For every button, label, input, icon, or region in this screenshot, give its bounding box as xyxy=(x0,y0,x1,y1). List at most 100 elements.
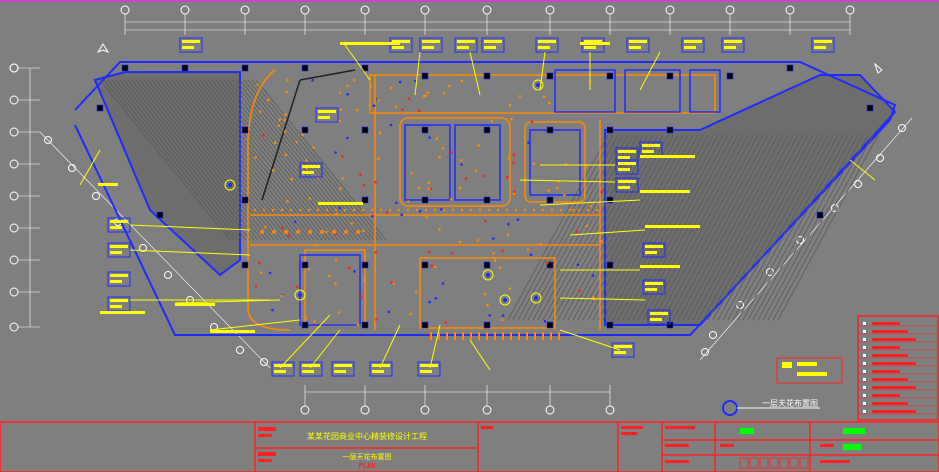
annotation-text xyxy=(640,265,680,268)
material-tag-text xyxy=(584,40,602,43)
material-tag xyxy=(481,37,505,53)
light-fixture xyxy=(339,91,342,94)
hatch-line xyxy=(131,79,263,241)
light-fixture xyxy=(406,208,410,212)
material-tag-text xyxy=(334,364,352,367)
light-fixture xyxy=(395,201,398,205)
lamp-symbol-icon xyxy=(863,322,866,325)
light-fixture xyxy=(334,208,338,212)
column xyxy=(546,321,554,329)
material-tag-text xyxy=(182,46,194,49)
light-fixture xyxy=(446,332,448,340)
light-fixture xyxy=(577,208,581,212)
material-tag xyxy=(419,37,443,53)
hatch-line xyxy=(712,134,814,321)
lamp-symbol-icon xyxy=(863,402,866,405)
column xyxy=(361,126,369,134)
light-fixture xyxy=(286,78,289,82)
schedule-row-text xyxy=(872,330,908,333)
left-wing-hatched-area xyxy=(93,71,241,277)
light-fixture xyxy=(484,219,487,223)
hatch-line xyxy=(777,134,879,321)
column xyxy=(606,321,614,329)
light-fixture xyxy=(315,243,318,247)
hatch-line xyxy=(762,134,864,321)
column xyxy=(241,64,249,72)
material-tags xyxy=(98,37,835,377)
light-fixture xyxy=(339,108,343,112)
light-fixture xyxy=(335,212,338,216)
ceiling-block-west xyxy=(304,249,366,326)
axis-bubble-bottom xyxy=(420,405,430,415)
light-fixture xyxy=(434,296,438,300)
lamp-symbol-icon xyxy=(863,346,866,349)
hatch-line xyxy=(527,134,629,321)
schedule-row-text xyxy=(872,354,908,357)
column xyxy=(786,64,794,72)
material-tag xyxy=(615,177,639,193)
light-fixture xyxy=(375,318,378,321)
axis-bubble-top xyxy=(420,5,430,15)
material-tag-text xyxy=(274,370,286,373)
axis-bubble-diag xyxy=(898,124,906,132)
hatch-line xyxy=(752,134,854,321)
column xyxy=(301,261,309,269)
hatch-line xyxy=(567,134,669,321)
hatch-line xyxy=(147,79,279,241)
material-tag-text xyxy=(110,220,128,223)
right-wing-hatched-area xyxy=(604,74,897,326)
light-fixture xyxy=(586,208,590,212)
light-fixture xyxy=(286,199,289,203)
section-marker-core xyxy=(298,293,302,297)
light-fixture xyxy=(278,118,282,121)
axis-bubble-left xyxy=(9,255,19,265)
material-tag xyxy=(615,159,639,175)
material-tag-text xyxy=(584,46,596,49)
light-fixture xyxy=(379,208,383,212)
light-fixture xyxy=(460,163,463,166)
shop-bay-1 xyxy=(554,69,616,113)
hatch-line xyxy=(99,79,231,241)
axis-bubble-left xyxy=(9,223,19,233)
hatch-line xyxy=(697,134,799,321)
material-tag-text xyxy=(618,156,630,159)
light-fixture xyxy=(414,290,418,294)
light-fixture xyxy=(407,200,410,203)
north-arrow-icon xyxy=(873,62,883,74)
section-marker-icon xyxy=(482,269,494,281)
light-fixture xyxy=(506,233,510,237)
light-fixture xyxy=(339,187,342,190)
axis-bubble-bottom xyxy=(545,405,555,415)
hatch-line xyxy=(572,134,674,321)
column xyxy=(421,321,429,329)
light-fixture xyxy=(444,321,448,324)
material-tag-text xyxy=(618,168,630,171)
light-fixture xyxy=(434,265,437,269)
light-fixture xyxy=(334,151,337,154)
material-tag-text xyxy=(618,150,636,153)
hatch-line xyxy=(562,134,664,321)
lamp-symbol-icon xyxy=(863,354,866,357)
section-marker-core xyxy=(534,296,538,300)
hatch-line xyxy=(702,134,804,321)
light-fixture xyxy=(550,208,554,212)
axis-bubble-diag xyxy=(876,154,884,162)
light-fixture xyxy=(510,332,512,340)
axis-bubble-top xyxy=(845,5,855,15)
hatch-line xyxy=(255,79,387,241)
light-fixture xyxy=(550,332,552,340)
material-tag-text xyxy=(650,312,668,315)
light-fixture xyxy=(492,237,495,240)
annotation-text xyxy=(640,190,690,193)
hatch-line xyxy=(742,134,844,321)
hatch-line xyxy=(717,134,819,321)
light-fixture xyxy=(387,310,391,314)
material-tag-text xyxy=(650,318,662,321)
lamp-symbol-icon xyxy=(863,338,866,341)
light-fixture xyxy=(350,222,354,225)
material-tag-text xyxy=(110,274,128,277)
tb-revision-cell xyxy=(779,457,789,469)
material-tag-text xyxy=(538,40,556,43)
column xyxy=(546,261,554,269)
light-fixture xyxy=(394,105,398,108)
